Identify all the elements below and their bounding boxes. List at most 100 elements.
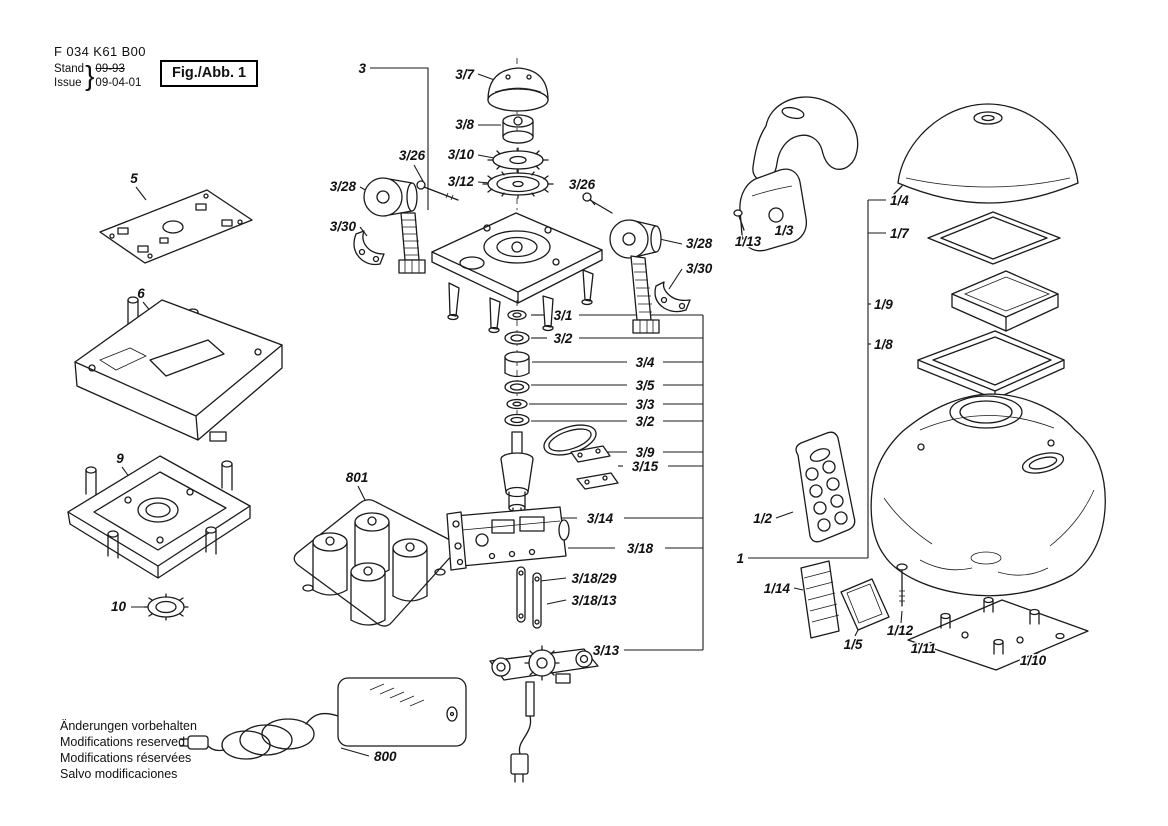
issue-block: Stand Issue } 09-93 09-04-01 [54, 62, 146, 90]
part-ring-3-2-upper [504, 331, 530, 345]
part-plate-1-5 [840, 578, 890, 631]
callout-3-2-lower: 3/2 [636, 414, 655, 429]
part-turntable [431, 212, 603, 334]
figure-label: Fig./Abb. 1 [160, 60, 259, 87]
part-gear-ring [482, 169, 554, 199]
callout-3-9: 3/9 [636, 445, 655, 460]
callout-3-14: 3/14 [587, 511, 614, 526]
callout-1-14: 1/14 [764, 581, 791, 596]
part-screw-left [416, 180, 459, 201]
part-plates-3-15 [570, 445, 619, 490]
callout-3-3: 3/3 [636, 397, 655, 412]
brace-glyph: } [85, 60, 95, 91]
part-ring-3-1 [507, 309, 527, 321]
legal-line-de: Änderungen vorbehalten [60, 719, 197, 733]
callout-10: 10 [111, 599, 127, 614]
callout-3-4: 3/4 [636, 355, 655, 370]
callout-5: 5 [130, 171, 138, 186]
callout-3-15: 3/15 [632, 459, 659, 474]
power-plug [187, 735, 209, 750]
part-handle [739, 96, 859, 252]
part-rotor [502, 114, 534, 144]
callout-3-28-left: 3/28 [330, 179, 357, 194]
legal-line-fr: Modifications réservées [60, 751, 192, 765]
part-motor-right [609, 219, 662, 334]
callout-1-13: 1/13 [735, 234, 762, 249]
title-block: F 034 K61 B00 Stand Issue } 09-93 09-04-… [54, 44, 146, 90]
callout-1-12: 1/12 [887, 623, 914, 638]
part-foam-strip [800, 560, 840, 639]
callout-3-10: 3/10 [448, 147, 475, 162]
stand-value: 09-93 [95, 63, 125, 75]
callout-3-18: 3/18 [627, 541, 654, 556]
callout-3-1: 3/1 [554, 308, 573, 323]
part-spindle [500, 431, 534, 525]
part-motor-left [363, 177, 426, 274]
part-gearbox [446, 506, 570, 571]
callout-1-10: 1/10 [1020, 653, 1047, 668]
callout-1: 1 [736, 551, 744, 566]
part-sleeve-3-4 [504, 351, 530, 378]
document-part-number: F 034 K61 B00 [54, 44, 146, 59]
callout-3-18-13: 3/18/13 [571, 593, 617, 608]
callout-3-8: 3/8 [455, 117, 474, 132]
part-screw-1-12 [896, 563, 908, 607]
part-screw-right [582, 192, 613, 214]
battery-cell [312, 532, 348, 596]
part-washer-3-3 [506, 398, 528, 410]
stand-label: Stand [54, 63, 85, 75]
part-washer-3-2-lower [504, 413, 530, 427]
part-strip-3-18-13 [532, 572, 542, 629]
callout-3-2-upper: 3/2 [554, 331, 573, 346]
part-top-cover [893, 103, 1079, 204]
battery-cell [392, 538, 428, 602]
callout-1-4: 1/4 [890, 193, 909, 208]
part-base-plate-1-10 [907, 596, 1089, 671]
part-prism-1-9 [951, 270, 1059, 332]
part-gear-upper [487, 147, 549, 173]
callout-6: 6 [137, 286, 145, 301]
legal-line-en: Modifications reserved [60, 735, 186, 749]
part-gasket-1-8 [917, 330, 1065, 400]
part-circuit-board [99, 189, 253, 264]
callout-3-5: 3/5 [636, 378, 655, 393]
part-mid-housing [74, 296, 283, 442]
part-strip-3-18-29 [516, 566, 526, 623]
callout-3-18-29: 3/18/29 [571, 571, 617, 586]
part-lock-ring [143, 593, 189, 621]
legal-line-es: Salvo modificaciones [60, 767, 178, 781]
issue-value: 09-04-01 [95, 77, 142, 89]
callout-1-8: 1/8 [874, 337, 893, 352]
callout-9: 9 [116, 451, 124, 466]
part-battery-pack [293, 499, 458, 627]
callout-3-28-right: 3/28 [686, 236, 713, 251]
callout-3-7: 3/7 [455, 67, 475, 82]
part-power-adapter [179, 677, 467, 760]
battery-cell [350, 562, 386, 626]
part-bracket-left [353, 230, 385, 266]
part-bracket-right [654, 281, 691, 313]
callout-labels: 3 3/7 3/8 3/10 3/12 3/26 3/28 3/30 3/26 … [110, 60, 1048, 766]
callout-3-13: 3/13 [593, 643, 620, 658]
part-base-assembly-3-13 [489, 645, 599, 783]
callout-3-26-left: 3/26 [399, 148, 426, 163]
callout-3: 3 [358, 61, 366, 76]
callout-1-11: 1/11 [911, 641, 936, 656]
callout-1-3: 1/3 [775, 223, 794, 238]
part-base-frame [67, 455, 251, 579]
part-gasket-1-7 [927, 211, 1061, 265]
callout-1-7: 1/7 [890, 226, 910, 241]
legal-notice: Änderungen vorbehalten Modifications res… [60, 718, 197, 782]
callout-3-30-left: 3/30 [330, 219, 357, 234]
callout-3-30-right: 3/30 [686, 261, 713, 276]
part-main-housing [870, 393, 1106, 597]
callout-1-2: 1/2 [753, 511, 772, 526]
issue-label: Issue [54, 77, 82, 89]
part-ring-3-5 [504, 380, 530, 394]
callout-3-12: 3/12 [448, 174, 475, 189]
callout-1-9: 1/9 [874, 297, 893, 312]
part-keypad [795, 431, 856, 543]
part-screw-1-13 [733, 209, 745, 231]
